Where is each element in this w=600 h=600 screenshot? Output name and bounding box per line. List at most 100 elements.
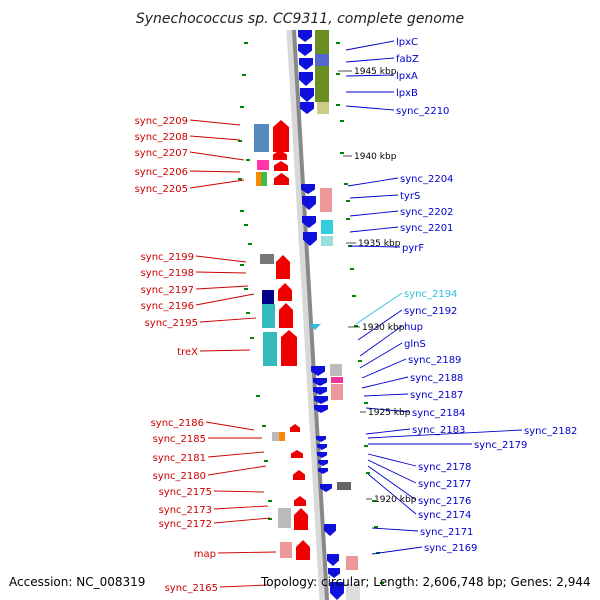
leader-line	[359, 325, 403, 357]
feature-block	[279, 432, 285, 441]
tick-mark	[372, 500, 376, 502]
leader-line	[189, 170, 241, 173]
tick-mark	[240, 210, 244, 212]
reverse-gene-arrow	[318, 468, 328, 474]
gene-label-left: sync_2180	[153, 471, 206, 482]
gene-arrows	[273, 30, 344, 600]
gene-label-right: sync_2183	[412, 425, 465, 436]
tick-mark	[346, 200, 350, 202]
tick-mark	[244, 288, 248, 290]
forward-gene-arrow	[273, 120, 289, 152]
leader-line	[367, 459, 417, 484]
gene-label-right: sync_2184	[412, 408, 465, 419]
gene-label-left: sync_2197	[141, 285, 194, 296]
forward-gene-arrow	[274, 173, 289, 185]
reverse-gene-arrow	[313, 387, 327, 395]
reverse-gene-arrow	[302, 196, 316, 210]
feature-block	[337, 482, 351, 490]
tick-mark	[248, 243, 252, 245]
gene-label-left: treX	[177, 347, 198, 358]
kbp-label: 1930 kbp	[362, 323, 405, 333]
reverse-gene-arrow	[324, 524, 336, 536]
leader-line	[361, 376, 409, 389]
leader-line	[359, 342, 403, 369]
reverse-gene-arrow	[327, 554, 339, 566]
tick-mark	[246, 312, 250, 314]
leader-line	[367, 473, 417, 515]
forward-gene-arrow	[290, 424, 300, 432]
tick-mark	[244, 42, 248, 44]
tick-mark	[366, 472, 370, 474]
forward-gene-arrow	[279, 303, 293, 328]
tick-mark	[238, 178, 242, 180]
kbp-label: 1940 kbp	[354, 152, 397, 162]
gene-label-right: sync_2179	[474, 440, 527, 451]
tick-mark	[264, 460, 268, 462]
gene-label-right: sync_2177	[418, 479, 471, 490]
gene-label-right: sync_2169	[424, 543, 477, 554]
gene-label-left: sync_2185	[153, 434, 206, 445]
feature-block	[315, 54, 329, 66]
reverse-gene-arrow	[316, 436, 326, 442]
gene-label-right: sync_2176	[418, 496, 471, 507]
reverse-gene-arrow	[330, 582, 344, 600]
reverse-gene-arrow	[314, 396, 328, 404]
leader-line	[355, 292, 403, 325]
leader-line	[189, 119, 241, 126]
tick-mark	[240, 264, 244, 266]
gene-label-left: sync_2199	[141, 252, 194, 263]
gene-label-right: sync_2188	[410, 373, 463, 384]
gene-label-right: lpxC	[396, 37, 418, 48]
leader-line	[219, 584, 269, 588]
feature-block	[321, 220, 333, 234]
leader-line	[213, 490, 265, 493]
forward-gene-arrow	[291, 450, 303, 458]
feature-block	[315, 66, 329, 102]
reverse-gene-arrow	[299, 58, 313, 70]
accession-text: Accession: NC_008319	[9, 575, 146, 589]
tick-mark	[336, 104, 340, 106]
leader-line	[345, 57, 395, 63]
leader-line	[349, 210, 399, 217]
gene-label-left: sync_2186	[151, 418, 204, 429]
leader-line	[189, 151, 245, 161]
gene-label-left: sync_2198	[141, 268, 194, 279]
gene-label-right: lpxB	[396, 88, 418, 99]
leader-line	[367, 453, 417, 467]
forward-gene-arrow	[294, 508, 308, 530]
leader-line	[349, 245, 401, 248]
feature-block	[257, 160, 269, 170]
forward-gene-arrow	[296, 540, 310, 560]
kbp-label: 1945 kbp	[354, 67, 397, 77]
feature-block	[261, 172, 267, 186]
forward-gene-arrow	[294, 496, 306, 506]
leader-line	[195, 293, 255, 306]
feature-block	[331, 384, 343, 400]
feature-block	[260, 254, 274, 264]
forward-gene-arrow	[273, 150, 287, 160]
tick-mark	[246, 159, 250, 161]
feature-block	[346, 584, 360, 600]
gene-label-left: sync_2207	[135, 148, 188, 159]
gene-label-left: sync_2205	[135, 184, 188, 195]
tick-mark	[256, 395, 260, 397]
feature-block	[330, 364, 342, 376]
leader-line	[199, 317, 257, 323]
gene-label-right: sync_2204	[400, 174, 453, 185]
leader-line	[347, 177, 399, 187]
reverse-gene-arrow	[311, 366, 325, 376]
gene-labels: sync_2209sync_2208sync_2207sync_2206sync…	[135, 37, 578, 594]
tick-mark	[238, 140, 242, 142]
gene-label-left: sync_2173	[159, 505, 212, 516]
leader-line	[213, 517, 271, 524]
gene-label-left: sync_2209	[135, 116, 188, 127]
gene-label-right: lpxA	[396, 71, 418, 82]
tick-mark	[244, 224, 248, 226]
feature-block	[254, 124, 269, 152]
reverse-gene-arrow	[302, 216, 316, 228]
reverse-gene-arrow	[328, 568, 340, 578]
feature-blocks	[254, 30, 360, 600]
leader-line	[349, 226, 399, 233]
tick-mark	[364, 445, 368, 447]
